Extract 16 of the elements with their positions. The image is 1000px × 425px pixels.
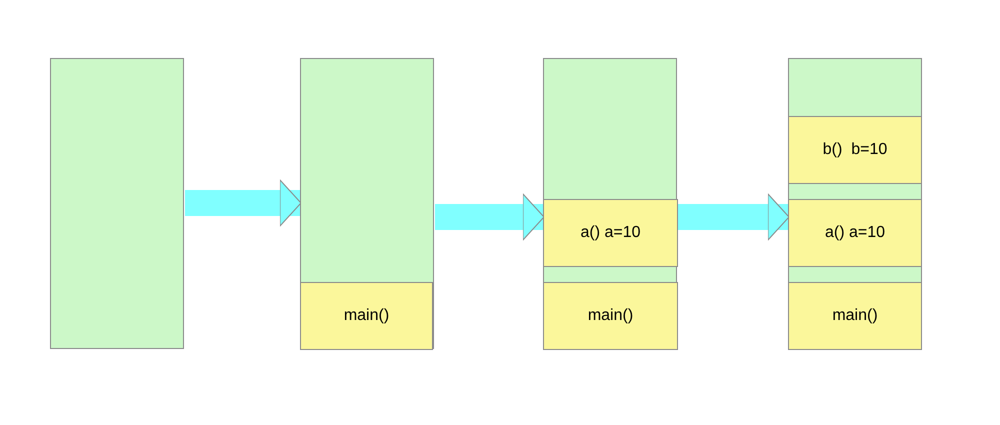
stack-frame bbox=[788, 199, 922, 267]
frame-label: a() a=10 bbox=[580, 224, 641, 242]
frame-label: main() bbox=[832, 307, 878, 325]
stack-column bbox=[543, 58, 677, 349]
stack-frame bbox=[788, 116, 922, 184]
stack-frame bbox=[300, 282, 433, 350]
frame-label: main() bbox=[588, 307, 634, 325]
stack-frame bbox=[788, 282, 922, 350]
frame-label: a() a=10 bbox=[824, 224, 886, 242]
stack-column bbox=[788, 58, 922, 349]
stack-frame bbox=[543, 282, 678, 350]
frame-label: main() bbox=[344, 307, 390, 325]
stack-frame bbox=[543, 199, 678, 267]
frame-label: b() b=10 bbox=[822, 141, 888, 159]
stack-column bbox=[50, 58, 184, 349]
stack-column bbox=[300, 58, 434, 349]
